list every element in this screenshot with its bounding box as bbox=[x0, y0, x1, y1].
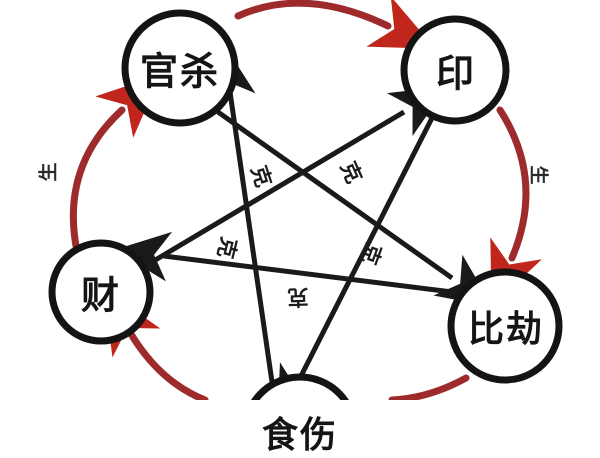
node-circle-shishang[interactable] bbox=[245, 373, 355, 400]
sheng-arc-yin-to-bijie bbox=[490, 106, 542, 307]
ke-arrow-group bbox=[114, 42, 493, 400]
five-element-diagram: 生 bbox=[38, 0, 563, 456]
node-label-shishang: 食伤 bbox=[261, 415, 339, 456]
ke-arrow-yin-to-shishang bbox=[277, 116, 435, 400]
ke-arrow-guansha-to-bijie bbox=[216, 109, 493, 307]
ke-arrow-shishang-to-guansha bbox=[205, 42, 275, 383]
diagram-canvas bbox=[48, 0, 563, 400]
sheng-arc-group bbox=[69, 0, 542, 400]
node-circle-cai[interactable] bbox=[48, 239, 154, 345]
sheng-arc-cai-to-guansha bbox=[69, 74, 161, 250]
node-circle-group bbox=[48, 9, 563, 400]
node-circle-guansha[interactable] bbox=[121, 9, 239, 127]
ke-arrow-cai-to-yin bbox=[150, 86, 447, 265]
ke-arrow-bijie-to-cai bbox=[114, 231, 453, 295]
sheng-arc-guansha-to-yin bbox=[234, 0, 436, 49]
sheng-arc-bijie-to-shishang bbox=[388, 374, 470, 400]
sheng-arc-shishang-to-cai bbox=[103, 289, 209, 400]
node-circle-bijie[interactable] bbox=[447, 268, 563, 384]
node-circle-yin[interactable] bbox=[400, 15, 510, 125]
